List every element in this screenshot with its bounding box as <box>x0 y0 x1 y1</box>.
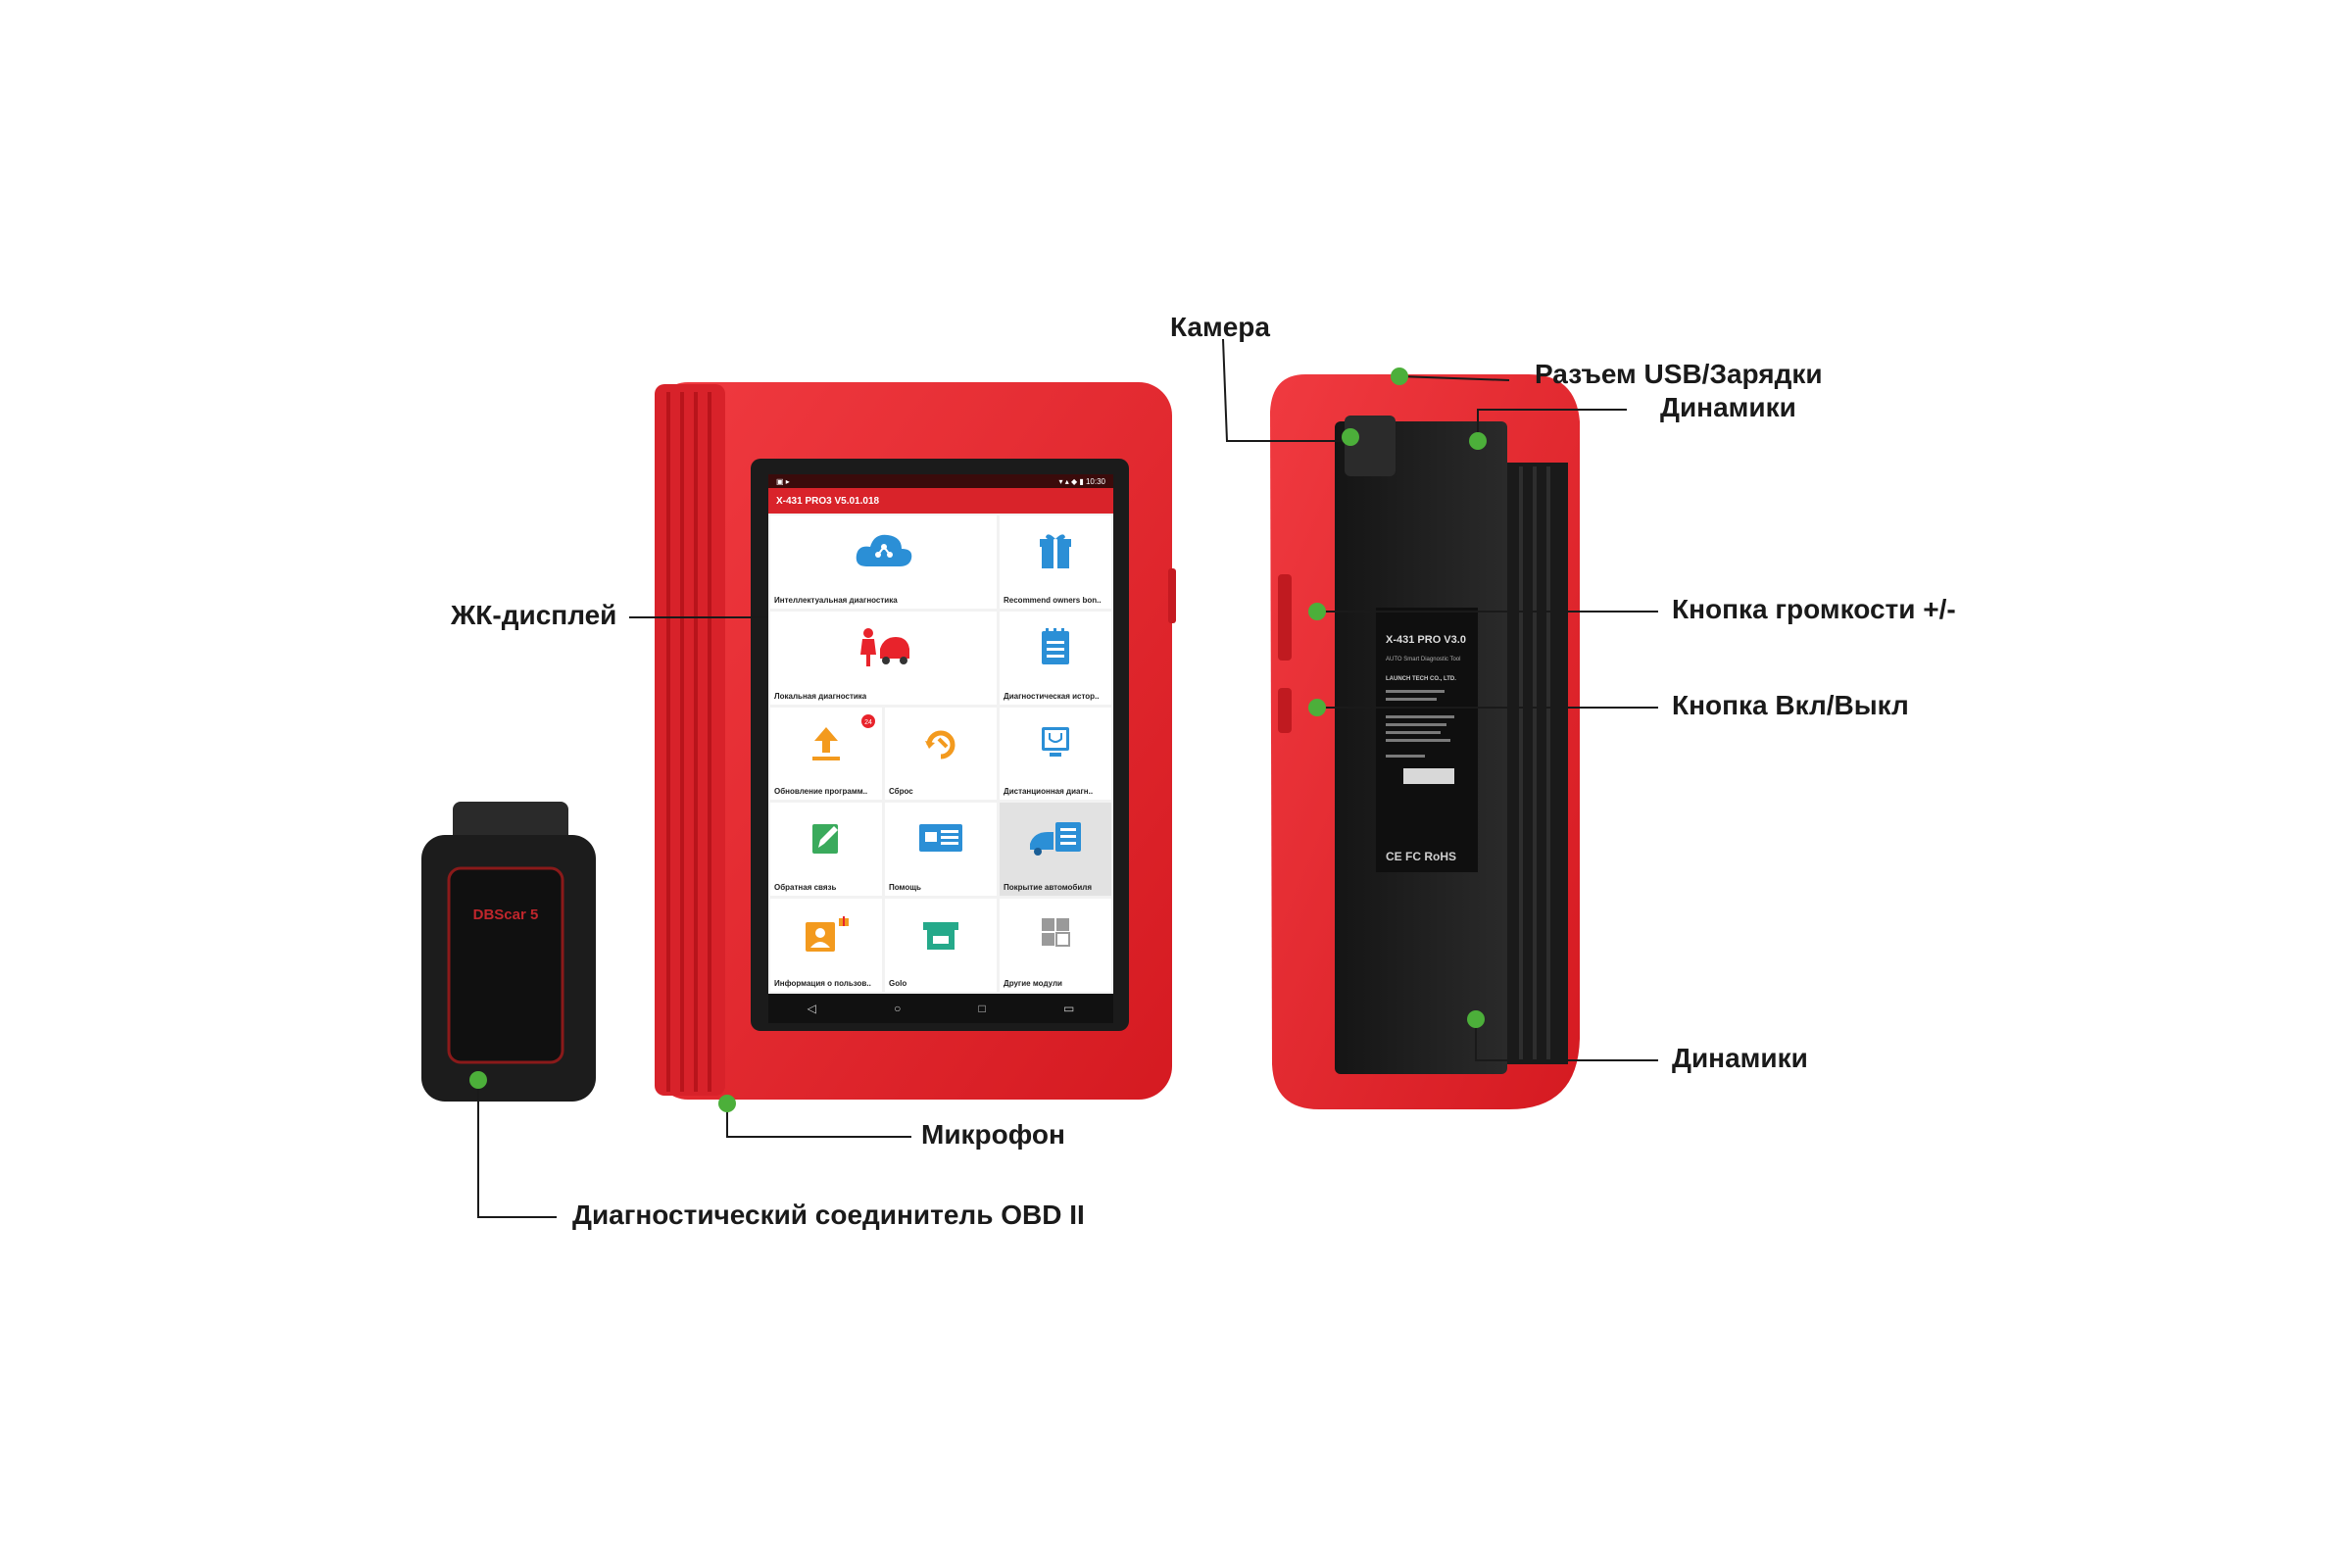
user-info-icon <box>806 916 849 953</box>
upload-arrow-icon <box>812 726 840 760</box>
callout-lines <box>477 338 1658 1218</box>
tile-remote-diagnosis[interactable]: Дистанционная диагн.. <box>1000 707 1111 801</box>
callout-lcd-display: ЖК-дисплей <box>451 600 617 630</box>
tile-user-info[interactable]: Информация о пользов.. <box>770 899 882 992</box>
tile-golo[interactable]: Golo <box>885 899 997 992</box>
tile-other-modules[interactable]: Другие модули <box>1000 899 1111 992</box>
tablet-back: X-431 PRO V3.0 AUTO Smart Diagnostic Too… <box>1270 374 1580 1109</box>
status-bar: ▣ ▸▾ ▴ ◆ ▮ 10:30 <box>768 474 1113 488</box>
modules-grid-icon <box>1042 918 1070 948</box>
tile-feedback[interactable]: Обратная связь <box>770 803 882 897</box>
store-icon <box>923 922 958 951</box>
update-badge-icon: 24 <box>861 713 875 728</box>
tile-label: Сброс <box>889 787 913 797</box>
dot-camera <box>1342 428 1359 446</box>
app-tile-grid: Интеллектуальная диагностика Recommend o… <box>770 515 1111 992</box>
leader-usb <box>1398 375 1510 381</box>
notepad-icon <box>1042 627 1069 664</box>
recents-nav-icon[interactable]: □ <box>978 1002 986 1015</box>
tile-label: Обратная связь <box>774 883 837 893</box>
dot-usb <box>1391 368 1408 385</box>
pencil-icon <box>812 824 838 855</box>
dot-power <box>1308 699 1326 716</box>
leader-camera <box>1222 338 1350 442</box>
tile-label: Помощь <box>889 883 921 893</box>
callout-dots <box>469 368 1487 1112</box>
tile-reset[interactable]: Сброс <box>885 707 997 801</box>
back-marks-text: CE FC RoHS <box>1386 850 1456 863</box>
update-badge-count: 24 <box>864 719 872 726</box>
obd-connector: DBScar 5 <box>421 802 596 1102</box>
connector-brand-text: DBScar 5 <box>473 906 539 923</box>
tablet-spine-ribs <box>655 384 725 1096</box>
tile-diagnostic-history[interactable]: Диагностическая истор.. <box>1000 611 1111 705</box>
tile-label: Обновление программ.. <box>774 787 868 797</box>
tile-label: Дистанционная диагн.. <box>1004 787 1094 797</box>
tile-label: Покрытие автомобиля <box>1004 883 1093 893</box>
callout-speakers-top: Динамики <box>1660 392 1796 422</box>
tile-label: Диагностическая истор.. <box>1004 691 1100 701</box>
tile-label: Интеллектуальная диагностика <box>774 595 898 605</box>
dot-obd <box>469 1071 487 1089</box>
screenshot-nav-icon[interactable]: ▭ <box>1063 1002 1075 1015</box>
callout-obd-connector: Диагностический соединитель OBD II <box>572 1200 1085 1230</box>
car-coverage-icon <box>1030 822 1081 857</box>
cloud-diagnosis-icon <box>856 534 911 566</box>
dot-volume <box>1308 603 1326 620</box>
leader-speakers-bottom <box>1475 1019 1658 1061</box>
callout-microphone: Микрофон <box>921 1119 1065 1150</box>
callout-camera: Камера <box>1170 312 1270 342</box>
help-card-icon <box>919 824 962 853</box>
callout-power-button: Кнопка Вкл/Выкл <box>1672 690 1909 720</box>
back-subtitle-text: AUTO Smart Diagnostic Tool <box>1386 657 1460 662</box>
back-company-text: LAUNCH TECH CO., LTD. <box>1386 676 1456 682</box>
tile-label: Информация о пользов.. <box>774 979 871 988</box>
gift-icon <box>1040 534 1071 568</box>
leader-obd <box>477 1080 557 1218</box>
mechanic-car-icon <box>859 627 909 666</box>
tile-label: Golo <box>889 979 907 988</box>
back-model-text: X-431 PRO V3.0 <box>1386 634 1466 646</box>
dot-microphone <box>718 1095 736 1112</box>
leader-speakers-top <box>1477 409 1627 441</box>
home-nav-icon[interactable]: ○ <box>894 1002 902 1015</box>
reset-wrench-icon <box>925 730 956 760</box>
tablet-screen: ▣ ▸▾ ▴ ◆ ▮ 10:30 X-431 PRO3 V5.01.018 Ин… <box>768 474 1113 1023</box>
tile-smart-diagnosis[interactable]: Интеллектуальная диагностика <box>770 515 997 609</box>
tile-label: Recommend owners bon.. <box>1004 595 1102 605</box>
tile-help[interactable]: Помощь <box>885 803 997 897</box>
dot-speakers-top <box>1469 432 1487 450</box>
tile-label: Другие модули <box>1004 979 1062 988</box>
app-title: X-431 PRO3 V5.01.018 <box>768 488 1113 514</box>
tile-local-diagnosis[interactable]: Локальная диагностика <box>770 611 997 705</box>
dot-speakers-bottom <box>1467 1010 1485 1028</box>
callout-speakers-bottom: Динамики <box>1672 1043 1808 1073</box>
camera-module <box>1345 416 1396 476</box>
back-nav-icon[interactable]: ◁ <box>807 1002 816 1015</box>
android-nav-bar: ◁ ○ □ ▭ <box>768 994 1113 1023</box>
tile-vehicle-coverage[interactable]: Покрытие автомобиля <box>1000 803 1111 897</box>
leader-microphone <box>726 1103 911 1138</box>
callout-volume-button: Кнопка громкости +/- <box>1672 594 1956 624</box>
tile-software-update[interactable]: 24 Обновление программ.. <box>770 707 882 801</box>
tile-label: Локальная диагностика <box>774 691 867 701</box>
remote-diagnosis-icon <box>1042 726 1069 757</box>
tile-recommend[interactable]: Recommend owners bon.. <box>1000 515 1111 609</box>
callout-usb-port: Разъем USB/Зарядки <box>1535 359 1823 389</box>
